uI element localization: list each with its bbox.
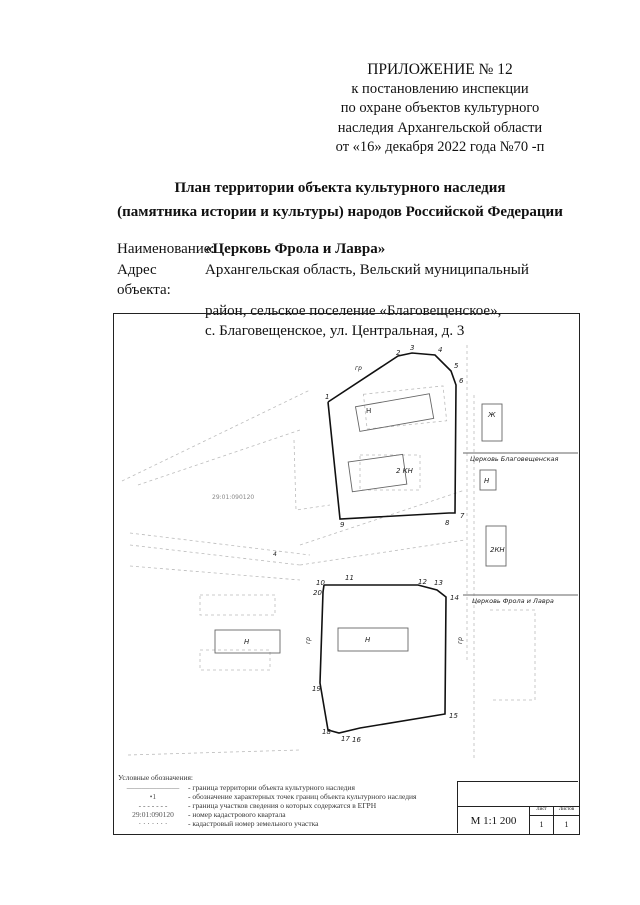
svg-text:Н: Н: [365, 636, 371, 644]
svg-text:Ж: Ж: [487, 411, 496, 419]
appendix-line: по охране объектов культурного: [340, 100, 540, 116]
scale-label: М 1:1 200: [458, 806, 530, 834]
boundary-south: [319, 584, 447, 734]
svg-text:4: 4: [438, 346, 442, 354]
svg-text:29:01:090120: 29:01:090120: [212, 494, 254, 501]
sheets-count: 1: [554, 815, 579, 834]
address-line: Архангельская область, Вельский муниципа…: [205, 261, 529, 278]
svg-text:Н: Н: [366, 407, 371, 415]
address-line: с. Благовещенское, ул. Центральная, д. 3: [205, 323, 465, 339]
svg-text:18: 18: [322, 728, 331, 736]
svg-text:12: 12: [418, 578, 427, 586]
object-name: «Церковь Фрола и Лавра»: [205, 241, 386, 257]
svg-text:19: 19: [312, 685, 321, 693]
svg-text:9: 9: [340, 521, 345, 529]
svg-text:2 КН: 2 КН: [396, 467, 414, 475]
address-label: Адрес объекта:: [117, 261, 171, 299]
sheet-label: Лист: [530, 806, 554, 815]
object-info: Наименование:«Церковь Фрола и Лавра» Адр…: [117, 239, 529, 342]
svg-text:2КН: 2КН: [490, 546, 505, 554]
legend-item: · · · · · · ·- кадастровый номер земельн…: [138, 819, 319, 828]
name-label: Наименование:: [117, 241, 215, 257]
legend-heading: Условные обозначения:: [118, 773, 194, 782]
legend-item: - - - - - - -- граница участков сведения…: [138, 801, 377, 810]
legend: Условные обозначения: ———————- граница т…: [118, 773, 458, 828]
svg-text:1: 1: [325, 393, 329, 401]
svg-text:Н: Н: [244, 638, 250, 646]
legend-item: •1- обозначение характерных точек границ…: [149, 792, 417, 801]
appendix-line: к постановлению инспекции: [351, 80, 529, 97]
title-line: (памятника истории и культуры) народов Р…: [117, 204, 563, 220]
svg-text:гр: гр: [305, 637, 312, 644]
appendix-number: ПРИЛОЖЕНИЕ № 12: [367, 61, 513, 78]
svg-text:5: 5: [454, 362, 459, 370]
address-line: район, сельское поселение «Благовещенско…: [205, 302, 502, 319]
svg-text:15: 15: [449, 712, 458, 720]
legend-item: ———————- граница территории объекта куль…: [126, 783, 355, 792]
svg-text:Н: Н: [484, 477, 490, 485]
svg-text:Церковь Фрола и Лавра: Церковь Фрола и Лавра: [472, 597, 554, 605]
boundary-north: [327, 352, 457, 520]
svg-text:11: 11: [345, 574, 354, 582]
svg-text:17: 17: [341, 735, 350, 743]
svg-text:6: 6: [459, 377, 464, 385]
appendix-header: ПРИЛОЖЕНИЕ № 12 к постановлению инспекци…: [310, 60, 570, 158]
svg-text:10: 10: [316, 579, 325, 587]
svg-text:Церковь Благовещенская: Церковь Благовещенская: [470, 455, 558, 463]
svg-text:20: 20: [313, 589, 322, 597]
svg-text:гр: гр: [355, 365, 362, 372]
svg-text:2: 2: [396, 349, 401, 357]
plan-sheet: [113, 313, 580, 835]
sheet-number: 1: [530, 815, 554, 834]
sheets-label: Листов: [554, 806, 579, 815]
svg-text:13: 13: [434, 579, 443, 587]
svg-text:гр: гр: [457, 637, 464, 644]
svg-text:3: 3: [410, 344, 414, 352]
building-zh: [481, 403, 503, 442]
title-line: План территории объекта культурного насл…: [174, 180, 506, 196]
title-block: М 1:1 200 Лист Листов 1 1: [457, 781, 579, 834]
svg-text:7: 7: [460, 512, 465, 520]
appendix-date-line: от «16» декабря 2022 года №70 -п: [335, 139, 545, 155]
svg-text:4: 4: [273, 551, 277, 558]
svg-text:8: 8: [445, 519, 450, 527]
svg-text:14: 14: [450, 594, 459, 602]
legend-item: 29:01:090120- номер кадастрового квартал…: [132, 810, 286, 819]
svg-text:16: 16: [352, 736, 361, 744]
document-title: План территории объекта культурного насл…: [100, 176, 580, 224]
appendix-line: наследия Архангельской области: [337, 119, 543, 136]
